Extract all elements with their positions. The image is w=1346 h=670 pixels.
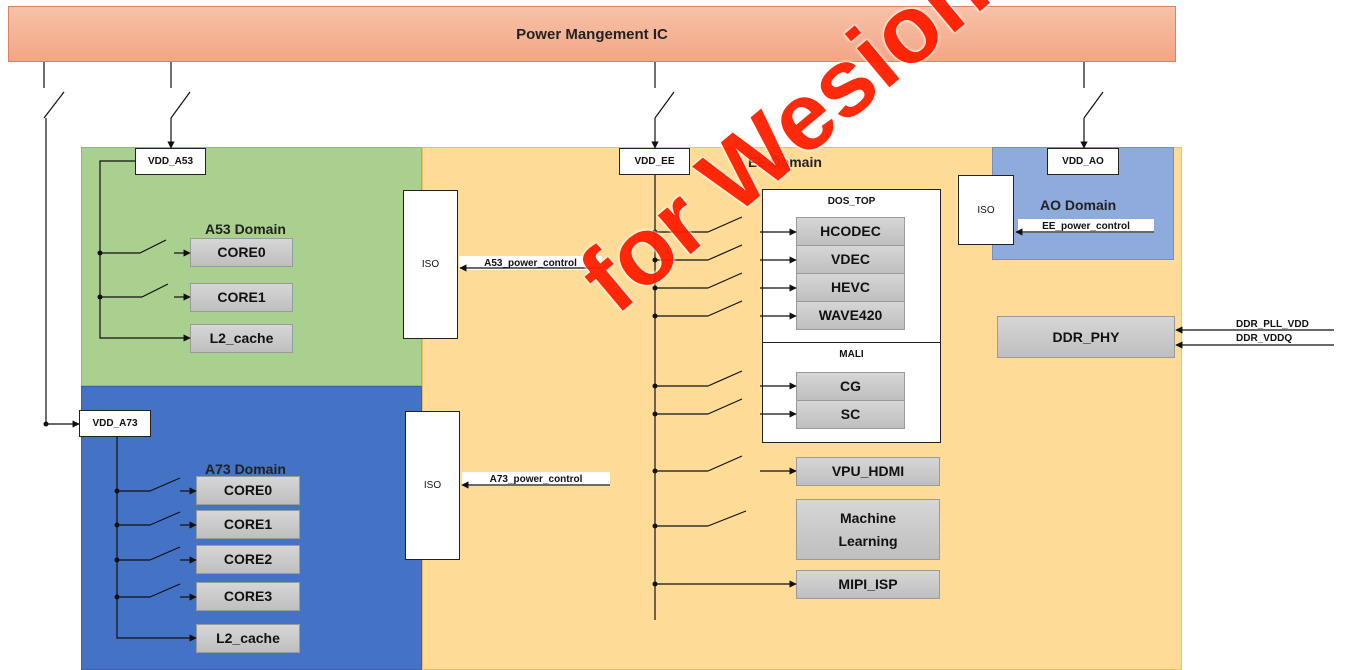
hevc-node [652, 285, 658, 291]
vdd-a73-box: VDD_A73 [79, 410, 151, 437]
ddr-vddq-label: DDR_VDDQ [1236, 333, 1293, 344]
a53-power-control-label: A53_power_control [459, 256, 602, 270]
sc-node [652, 411, 658, 417]
a73-core0-node [114, 488, 120, 494]
ml-node [652, 523, 658, 529]
a53-core1-switch [141, 283, 169, 298]
a73-core0-switch [149, 477, 181, 492]
vdd-a53-box: VDD_A53 [135, 148, 206, 175]
pmic-a53-switch [170, 91, 191, 119]
a53-core0-switch [139, 239, 167, 254]
ml-switch [707, 510, 747, 527]
a73-domain-title: A73 Domain [205, 461, 286, 477]
ee-domain-title: EE Domain [748, 154, 822, 170]
vdec-node [652, 257, 658, 263]
a73-l2-cache-block: L2_cache [196, 624, 300, 653]
pmic-a73-switch [43, 91, 65, 119]
a53-l2-cache-block: L2_cache [190, 324, 293, 353]
a73-core3-node [114, 594, 120, 600]
a73-core1-block: CORE1 [196, 510, 300, 539]
a73-core2-node [114, 557, 120, 563]
a73-bus [116, 437, 197, 642]
mali-label: MALI [839, 349, 864, 360]
ddr-phy-block: DDR_PHY [997, 316, 1175, 358]
a53-core1-block: CORE1 [190, 283, 293, 312]
a73-core3-switch [149, 583, 181, 598]
a73-core2-block: CORE2 [196, 545, 300, 574]
wave420-switch [707, 300, 743, 317]
hevc-switch [707, 272, 743, 289]
pmic-ee-switch [654, 91, 675, 119]
vpu-hdmi-block: VPU_HDMI [796, 457, 940, 486]
hcodec-block: HCODEC [796, 217, 905, 246]
cg-node [652, 383, 658, 389]
a73-feed-wire [45, 118, 80, 428]
machine-learning-block: Machine Learning [796, 499, 940, 560]
a53-iso-box: ISO [403, 190, 458, 339]
a73-power-control-label: A73_power_control [462, 472, 610, 486]
sc-block: SC [796, 400, 905, 429]
power-management-ic: Power Mangement IC [8, 6, 1176, 62]
hcodec-node [652, 229, 658, 235]
wave420-node [652, 313, 658, 319]
vpu-node [652, 468, 658, 474]
vpu-switch [707, 455, 743, 472]
ddr-pll-vdd-label: DDR_PLL_VDD [1236, 319, 1309, 330]
machine-learning-label: Machine Learning [838, 509, 898, 549]
vdec-switch [707, 244, 743, 261]
vdec-block: VDEC [796, 245, 905, 274]
cg-block: CG [796, 372, 905, 401]
a73-iso-box: ISO [405, 411, 460, 560]
sc-switch [707, 398, 743, 415]
a53-core1-node [97, 294, 103, 300]
cg-switch [707, 370, 743, 387]
a73-core3-block: CORE3 [196, 582, 300, 611]
ee-power-control-label: EE_power_control [1018, 219, 1154, 233]
a73-core2-switch [149, 546, 181, 561]
a53-bus [99, 160, 191, 342]
isp-node [652, 581, 658, 587]
a73-core1-switch [149, 511, 181, 526]
dos-top-label: DOS_TOP [827, 196, 876, 207]
a53-core0-block: CORE0 [190, 238, 293, 267]
vdd-ao-box: VDD_AO [1047, 148, 1119, 175]
hcodec-switch [707, 216, 743, 233]
a73-core1-node [114, 522, 120, 528]
a53-core0-node [97, 250, 103, 256]
pmic-ao-switch [1083, 91, 1104, 119]
wave420-block: WAVE420 [796, 301, 905, 330]
a73-core0-block: CORE0 [196, 476, 300, 505]
ao-iso-box: ISO [958, 175, 1014, 245]
ao-domain-title: AO Domain [1040, 197, 1117, 213]
a73-feed-node [43, 421, 49, 427]
a53-domain-title: A53 Domain [205, 221, 286, 237]
mipi-isp-block: MIPI_ISP [796, 570, 940, 599]
